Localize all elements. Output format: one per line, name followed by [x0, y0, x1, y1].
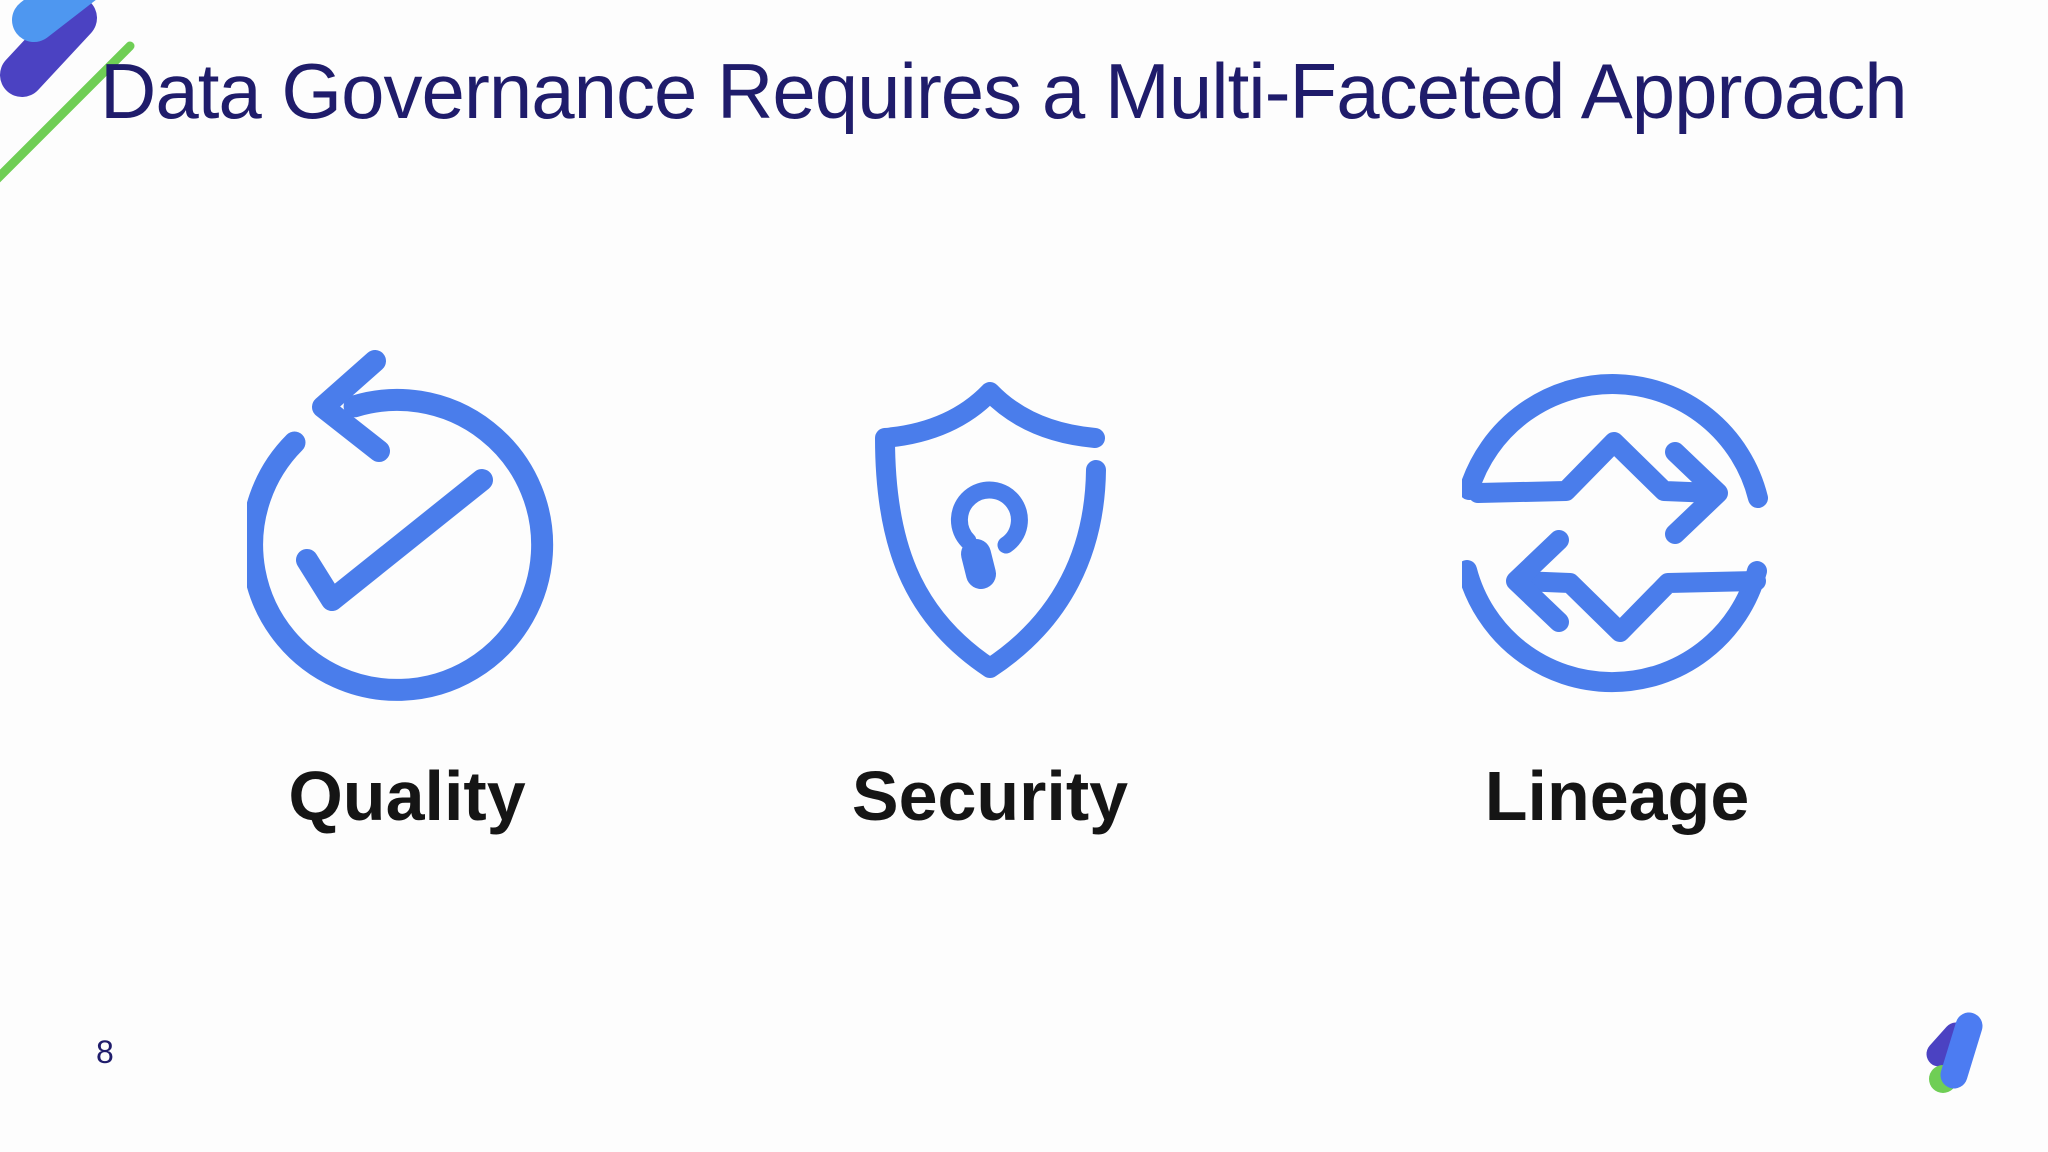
lineage-top-arc — [1462, 374, 1768, 508]
page-number: 8 — [96, 1034, 114, 1070]
lineage-left-arrowhead — [1506, 530, 1569, 632]
lineage-icon-box — [1357, 330, 1877, 730]
quality-circle-arc — [247, 388, 554, 701]
lineage-bottom-arc — [1462, 560, 1767, 693]
company-logo — [1926, 1012, 1983, 1093]
security-icon-box — [730, 330, 1250, 730]
lineage-left-arrow-shaft — [1510, 571, 1766, 642]
keyhole-circle — [950, 481, 1028, 554]
quality-checkmark — [296, 469, 493, 611]
feature-label-security: Security — [851, 757, 1129, 835]
security-shield-keyhole-icon — [875, 382, 1106, 678]
quality-icon-box — [147, 330, 667, 730]
slide-title: Data Governance Requires a Multi-Faceted… — [100, 47, 1908, 135]
quality-arrowhead — [312, 350, 390, 462]
corner-accent-decoration — [0, 0, 135, 183]
corner-lightblue-bar — [12, 0, 96, 42]
lineage-right-arrow-shaft — [1468, 432, 1724, 503]
corner-green-line — [0, 41, 135, 183]
feature-quality: Quality — [147, 330, 667, 836]
keyhole-stem — [961, 539, 996, 589]
corner-indigo-bar — [0, 0, 97, 97]
quality-refresh-check-icon — [247, 350, 554, 701]
feature-lineage: Lineage — [1357, 330, 1877, 836]
shield-outline — [875, 382, 1106, 678]
logo-blue-segment — [1940, 1012, 1983, 1089]
feature-label-quality: Quality — [288, 757, 526, 835]
lineage-exchange-arrows-icon — [1462, 374, 1768, 693]
lineage-right-arrowhead — [1665, 442, 1728, 544]
feature-label-lineage: Lineage — [1484, 757, 1750, 835]
feature-security: Security — [730, 330, 1250, 836]
